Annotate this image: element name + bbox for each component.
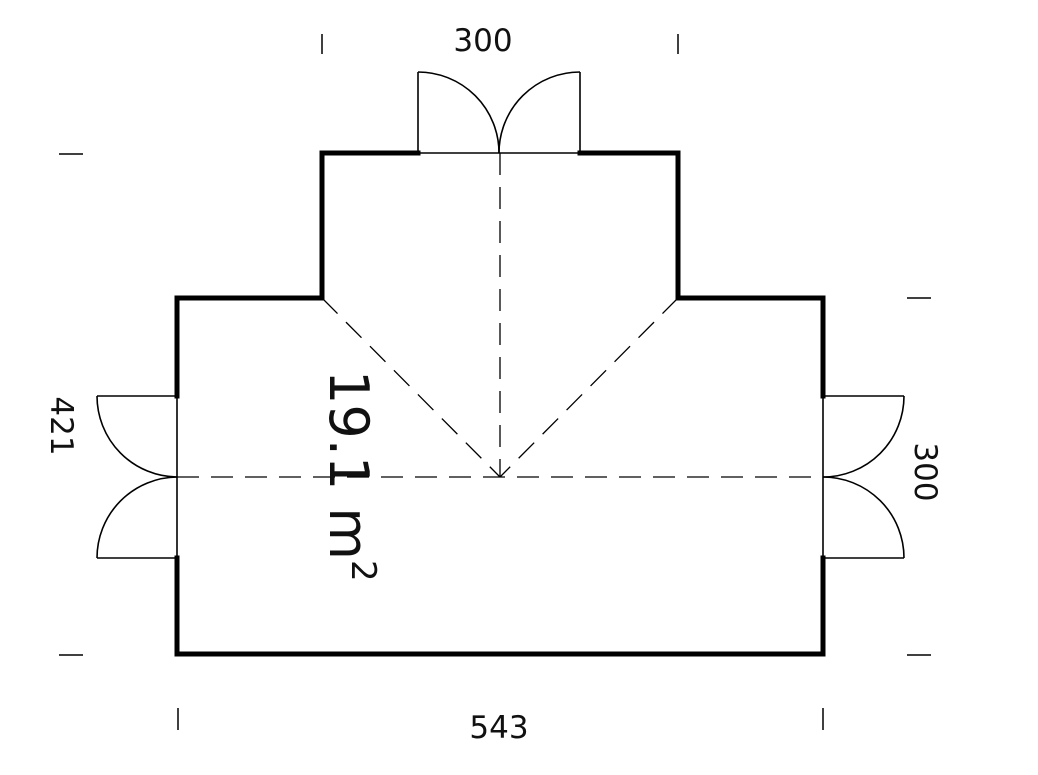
wall-upper-left [174,150,421,399]
dimension-bottom-width: 543 [469,710,528,746]
dimension-right-height: 300 [907,442,943,501]
dimension-ticks [59,34,931,730]
area-value: 19.1 m [317,370,380,560]
dimension-top-width: 300 [453,23,512,59]
door-frames [96,71,905,559]
area-label: 19.1 m2 [317,370,383,582]
roof-ridge-lines [177,153,823,478]
svg-text:19.1 m2: 19.1 m2 [317,370,383,582]
dimension-left-height: 421 [43,396,79,455]
area-unit-superscript: 2 [343,560,383,582]
wall-bottom [174,555,826,657]
